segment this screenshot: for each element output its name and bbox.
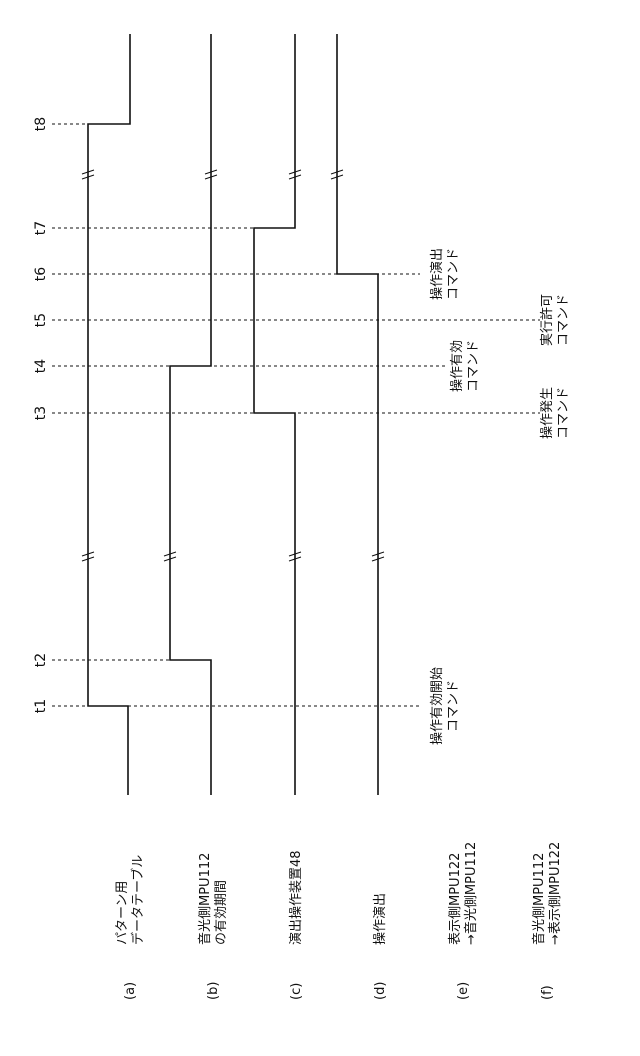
row-text-f-2: →表示側MPU122 <box>548 842 563 945</box>
command-t6-line1: 操作演出 <box>429 248 445 300</box>
row-text-a-2: データテーブル <box>130 855 146 945</box>
command-t3-line1: 操作発生 <box>539 387 555 439</box>
row-label-c: (c) 演出操作装置48 <box>288 850 304 1000</box>
command-t3-line2: コマンド <box>556 387 571 439</box>
command-t4-line1: 操作有効 <box>449 340 465 392</box>
time-label-t6: t6 <box>33 267 49 281</box>
waveform-b <box>170 34 211 795</box>
row-text-f-1: 音光側MPU112 <box>531 853 547 945</box>
command-t4-line2: コマンド <box>466 340 481 392</box>
command-label-t3: 操作発生 コマンド <box>539 387 571 439</box>
command-t1-line2: コマンド <box>446 680 461 732</box>
row-letter-e: (e) <box>456 982 471 1000</box>
time-label-t4: t4 <box>33 359 49 373</box>
time-label-t3: t3 <box>33 406 49 420</box>
row-text-e-1: 表示側MPU122 <box>448 853 463 945</box>
waveform-a <box>88 34 130 795</box>
command-label-t4: 操作有効 コマンド <box>449 340 481 392</box>
time-label-t7: t7 <box>33 221 49 235</box>
command-t1-line1: 操作有効開始 <box>429 667 445 745</box>
waveform-c <box>254 34 295 795</box>
command-t6-line2: コマンド <box>446 248 461 300</box>
row-label-e: (e) 表示側MPU122 →音光側MPU112 <box>448 842 479 1000</box>
row-label-a: (a) パターン用 データテーブル <box>115 855 146 1000</box>
time-label-t1: t1 <box>33 699 49 713</box>
row-label-d: (d) 操作演出 <box>372 893 388 1000</box>
row-text-b-1: 音光側MPU112 <box>197 853 213 945</box>
row-text-c-1: 演出操作装置48 <box>288 850 304 945</box>
time-label-t2: t2 <box>33 653 49 667</box>
row-text-a-1: パターン用 <box>115 881 130 945</box>
command-t5-line2: コマンド <box>556 294 571 346</box>
row-label-b: (b) 音光側MPU112 の有効期間 <box>197 853 229 1000</box>
row-letter-c: (c) <box>289 983 304 1000</box>
command-label-t5: 実行許可 コマンド <box>539 294 571 346</box>
row-letter-a: (a) <box>123 982 138 1000</box>
row-text-e-2: →音光側MPU112 <box>463 842 479 945</box>
command-label-t1: 操作有効開始 コマンド <box>429 667 461 745</box>
row-letter-f: (f) <box>540 985 555 1000</box>
command-t5-line1: 実行許可 <box>539 294 555 346</box>
row-text-b-2: の有効期間 <box>214 880 229 945</box>
waveform-d <box>337 34 378 795</box>
time-label-t5: t5 <box>33 313 49 327</box>
time-label-t8: t8 <box>33 117 49 131</box>
row-letter-d: (d) <box>373 982 388 1000</box>
command-label-t6: 操作演出 コマンド <box>429 248 461 300</box>
row-text-d-1: 操作演出 <box>372 893 388 945</box>
row-letter-b: (b) <box>206 982 221 1000</box>
row-label-f: (f) 音光側MPU112 →表示側MPU122 <box>531 842 563 1000</box>
